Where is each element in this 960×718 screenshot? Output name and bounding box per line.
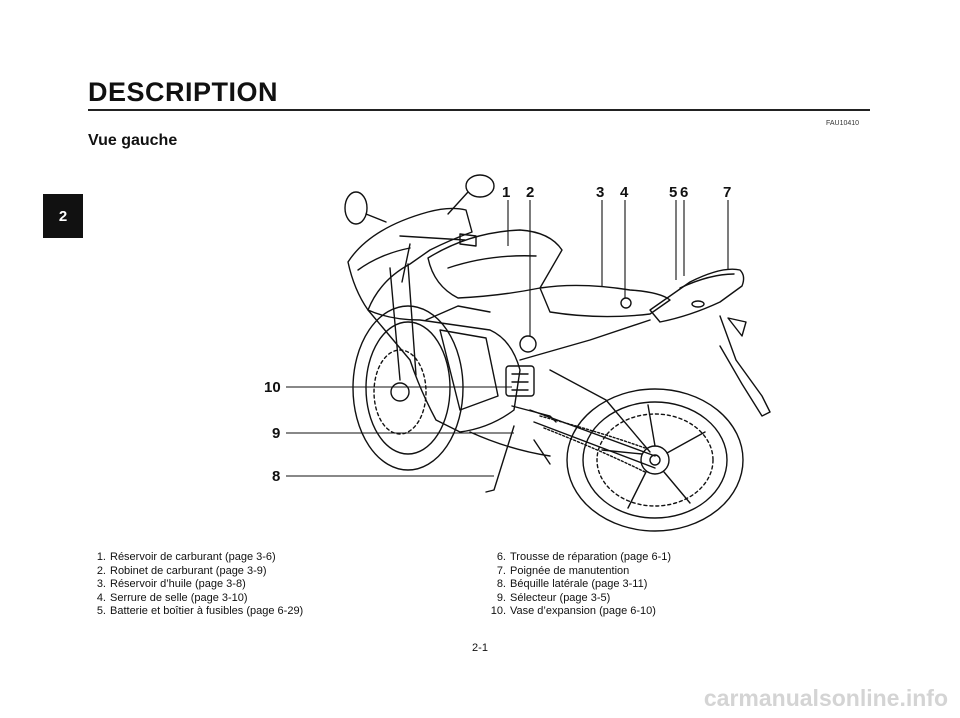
watermark: carmanualsonline.info xyxy=(703,685,948,711)
legend-item: 8.Béquille latérale (page 3-11) xyxy=(496,578,648,591)
page-heading: DESCRIPTION xyxy=(88,77,279,107)
reference-code: FAU10410 xyxy=(826,120,860,127)
callout-number-5: 5 xyxy=(669,184,677,201)
legend-item: 4.Serrure de selle (page 3-10) xyxy=(96,591,248,604)
legend-item: 5.Batterie et boîtier à fusibles (page 6… xyxy=(96,605,304,618)
legend-left: 1.Réservoir de carburant (page 3-6) 2.Ro… xyxy=(88,551,303,619)
legend-item: 10.Vase d’expansion (page 6-10) xyxy=(490,605,656,618)
legend-right: 6.Trousse de réparation (page 6-1) 7.Poi… xyxy=(488,551,671,619)
callout-number-10: 10 xyxy=(264,379,281,396)
callout-number-1: 1 xyxy=(502,184,510,201)
callout-number-8: 8 xyxy=(272,468,280,485)
legend-item: 6.Trousse de réparation (page 6-1) xyxy=(496,551,672,563)
legend-item: 9.Sélecteur (page 3-5) xyxy=(496,591,611,604)
legend-item: 3.Réservoir d’huile (page 3-8) xyxy=(96,578,246,591)
page-number: 2-1 xyxy=(472,642,488,654)
callout-number-3: 3 xyxy=(596,184,604,201)
legend-item: 2.Robinet de carburant (page 3-9) xyxy=(96,564,267,577)
chapter-tab: 2 xyxy=(43,194,83,238)
callout-number-2: 2 xyxy=(526,184,534,201)
motorcycle-illustration: 1 2 3 4 5 6 7 10 9 8 xyxy=(250,170,790,535)
callout-number-7: 7 xyxy=(723,184,731,201)
callout-number-4: 4 xyxy=(620,184,629,201)
motorcycle-drawing: 1 2 3 4 5 6 7 10 9 8 xyxy=(264,174,771,532)
heading-rule xyxy=(88,109,870,111)
legend-item: 1.Réservoir de carburant (page 3-6) xyxy=(96,551,276,563)
callout-number-9: 9 xyxy=(272,425,280,442)
section-subheading: Vue gauche xyxy=(88,132,178,149)
callout-number-6: 6 xyxy=(680,184,688,201)
legend-item: 7.Poignée de manutention xyxy=(496,564,630,577)
